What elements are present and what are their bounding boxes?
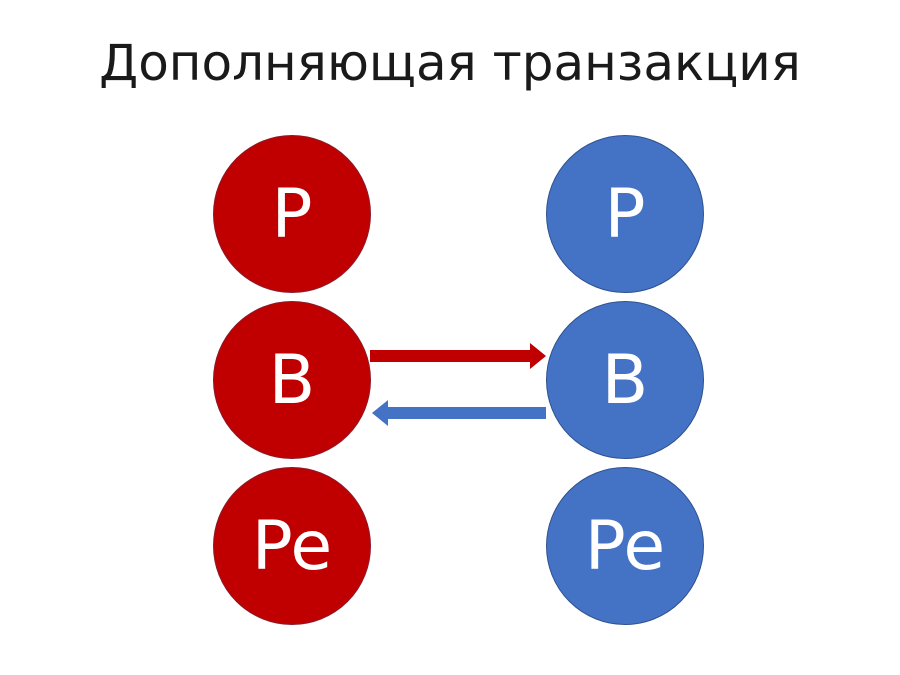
diagram-title: Дополняющая транзакция xyxy=(99,34,801,92)
right-node-b: B xyxy=(546,301,704,459)
right-node-p: P xyxy=(546,135,704,293)
left-node-b: B xyxy=(213,301,371,459)
right-arrow-icon xyxy=(370,343,546,369)
left-node-p: P xyxy=(213,135,371,293)
left-arrow-icon xyxy=(372,400,546,426)
left-node-pe: Pe xyxy=(213,467,371,625)
right-node-pe: Pe xyxy=(546,467,704,625)
